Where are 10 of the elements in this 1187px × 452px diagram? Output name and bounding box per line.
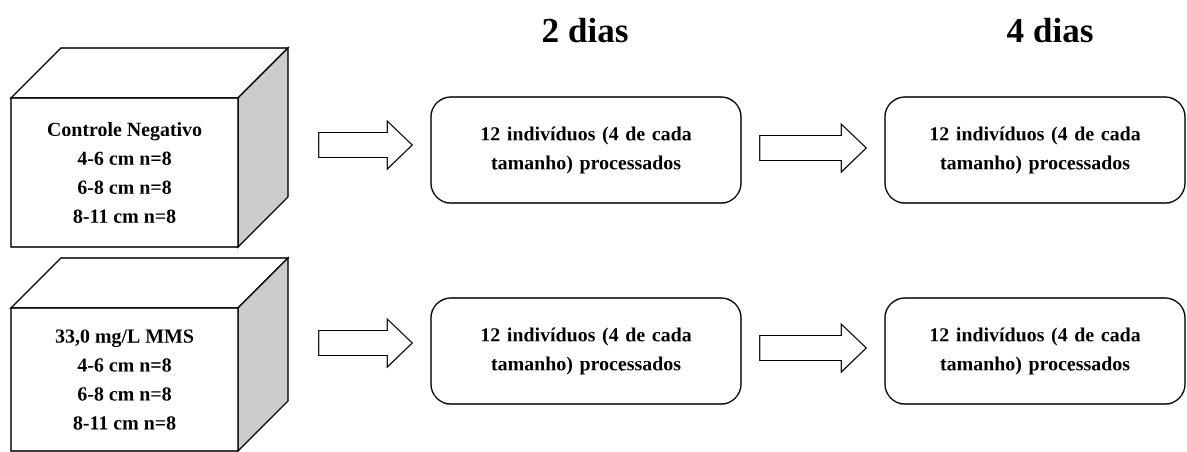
block-arrow [318, 317, 414, 369]
rounded-box: 12 indivíduos (4 de cada tamanho) processados [884, 96, 1186, 204]
column-heading: 4 dias [1007, 17, 1093, 43]
block-arrow [759, 322, 868, 374]
block-arrow [759, 122, 868, 174]
column-heading: 2 dias [543, 17, 628, 43]
rounded-box: 12 indivíduos (4 de cada tamanho) processados [430, 297, 742, 405]
block-arrow [318, 119, 414, 171]
rounded-box: 12 indivíduos (4 de cada tamanho) processados [884, 297, 1186, 405]
rounded-box: 12 indivíduos (4 de cada tamanho) processados [430, 96, 742, 204]
